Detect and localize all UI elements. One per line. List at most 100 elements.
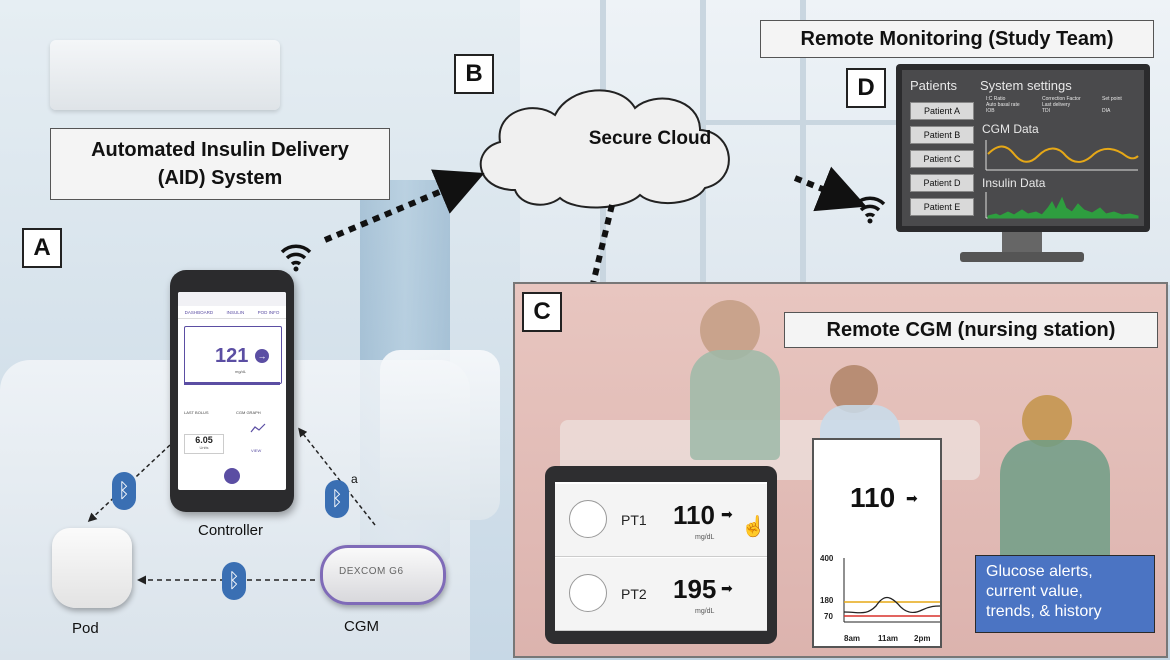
glucose-trend-line bbox=[843, 596, 941, 614]
cgm-data-chart bbox=[985, 140, 1139, 171]
patient-row[interactable]: PT1 110 ➡ mg/dL ☝ bbox=[555, 484, 767, 557]
insulin-data-chart bbox=[985, 192, 1139, 219]
panel-letter-b: B bbox=[454, 54, 494, 94]
phone-bolus-value: 6.05 bbox=[195, 435, 213, 445]
aid-system-title: Automated Insulin Delivery (AID) System bbox=[50, 128, 390, 200]
phone-glucose-value: 121 bbox=[215, 345, 249, 367]
detail-x-tick: 2pm bbox=[914, 634, 931, 643]
alerts-line: Glucose alerts, bbox=[986, 563, 1093, 580]
bolus-button-icon bbox=[224, 468, 240, 484]
arrow-right-icon: → bbox=[255, 349, 269, 363]
patient-e-button[interactable]: Patient E bbox=[910, 198, 974, 216]
window-frame bbox=[800, 0, 806, 285]
phone-last-bolus-label: LAST BOLUS bbox=[184, 410, 209, 415]
phone-view-link: VIEW bbox=[251, 448, 262, 453]
alerts-line: current value, bbox=[986, 583, 1083, 600]
arrow-cloud-to-monitor bbox=[793, 166, 867, 212]
detail-y-tick: 400 bbox=[820, 554, 834, 563]
arrow-right-icon: ➡ bbox=[906, 490, 918, 506]
arrow-controller-to-pod bbox=[87, 444, 171, 523]
wifi-icon bbox=[854, 196, 886, 224]
chart-line-icon bbox=[250, 423, 266, 433]
setting-item: Last delivery bbox=[1042, 102, 1071, 108]
panel-letter-c: C bbox=[522, 292, 562, 332]
patients-header: Patients bbox=[910, 78, 957, 93]
hand-pointer-icon: ☝ bbox=[741, 516, 766, 538]
controller-label: Controller bbox=[198, 522, 264, 539]
patient-glucose-unit: mg/dL bbox=[695, 608, 715, 615]
bluetooth-footnote-marker: a bbox=[351, 472, 358, 486]
patient-a-button[interactable]: Patient A bbox=[910, 102, 974, 120]
aid-title-line-1: Automated Insulin Delivery bbox=[91, 139, 349, 161]
insulin-data-header: Insulin Data bbox=[982, 176, 1046, 190]
cgm-label: CGM bbox=[344, 618, 379, 635]
glucose-alerts-callout: Glucose alerts, current value, trends, &… bbox=[975, 555, 1155, 633]
patient-id: PT1 bbox=[621, 512, 647, 528]
panel-letter-a: A bbox=[22, 228, 62, 268]
phone-screen: DASHBOARD INSULIN POD INFO 121 → mg/dL L… bbox=[178, 292, 286, 490]
system-settings-header: System settings bbox=[980, 78, 1072, 93]
tablet-screen: PT1 110 ➡ mg/dL ☝ PT2 195 ➡ mg/dL bbox=[555, 482, 767, 631]
insulin-trace bbox=[987, 196, 1139, 219]
patient-glucose-value: 110 bbox=[673, 500, 715, 530]
remote-cgm-title: Remote CGM (nursing station) bbox=[784, 312, 1158, 348]
setting-item: Correction Factor bbox=[1042, 96, 1081, 102]
setting-item: TDI bbox=[1042, 108, 1051, 114]
phone-tab-dashboard: DASHBOARD bbox=[184, 309, 214, 315]
phone-status-bar bbox=[178, 292, 286, 306]
setting-item: Auto basal rate bbox=[986, 102, 1020, 108]
arrow-right-icon: ➡ bbox=[721, 580, 733, 596]
avatar-icon bbox=[569, 500, 607, 538]
patient-row[interactable]: PT2 195 ➡ mg/dL bbox=[555, 558, 767, 631]
detail-x-tick: 8am bbox=[844, 634, 861, 643]
patient-glucose-value: 195 bbox=[673, 574, 717, 604]
patient-b-button[interactable]: Patient B bbox=[910, 126, 974, 144]
monitor-screen: Patients System settings I:C Ratio Corre… bbox=[902, 70, 1144, 226]
phone-tab-insulin: INSULIN bbox=[226, 309, 245, 315]
nurse-figure-body bbox=[690, 350, 780, 460]
setting-item: I:C Ratio bbox=[986, 96, 1006, 102]
cgm-brand-text: DEXCOM G6 bbox=[339, 566, 404, 577]
window-frame bbox=[520, 120, 900, 125]
pod-label: Pod bbox=[72, 620, 99, 637]
phone-glucose-unit: mg/dL bbox=[235, 369, 247, 374]
arrow-right-icon: ➡ bbox=[721, 506, 733, 522]
patient-id: PT2 bbox=[621, 586, 647, 602]
panel-letter-d: D bbox=[846, 68, 886, 108]
monitor-base bbox=[960, 252, 1084, 262]
phone-last-bolus: LAST BOLUS bbox=[184, 410, 228, 456]
bluetooth-icon: ᛒ bbox=[325, 480, 349, 518]
cloud-label: Secure Cloud bbox=[588, 128, 712, 149]
phone-tab-pod-info: POD INFO bbox=[257, 309, 280, 315]
monitor-stand bbox=[1002, 232, 1042, 254]
bluetooth-icon: ᛒ bbox=[222, 562, 246, 600]
detail-y-tick: 180 bbox=[820, 596, 834, 605]
detail-y-tick: 70 bbox=[824, 612, 833, 621]
detail-x-tick: 11am bbox=[878, 634, 899, 643]
cloud-shape bbox=[479, 89, 730, 209]
bed-rail-illustration bbox=[380, 350, 500, 520]
phone-cgm-graph-label: CGM GRAPH bbox=[236, 410, 261, 415]
cgm-sensor-illustration: DEXCOM G6 bbox=[320, 545, 446, 605]
phone-bolus-unit: Units bbox=[199, 445, 209, 450]
phone-cgm-graph: CGM GRAPH VIEW bbox=[236, 410, 280, 456]
cgm-trace bbox=[987, 145, 1139, 163]
cgm-data-header: CGM Data bbox=[982, 122, 1039, 136]
patient-c-button[interactable]: Patient C bbox=[910, 150, 974, 168]
air-conditioner-illustration bbox=[50, 40, 280, 110]
insulin-pod-illustration bbox=[52, 528, 132, 608]
phone-glucose-card: 121 → mg/dL bbox=[184, 326, 282, 384]
controller-phone: DASHBOARD INSULIN POD INFO 121 → mg/dL L… bbox=[170, 270, 294, 512]
aid-title-line-2: (AID) System bbox=[157, 167, 283, 189]
glucose-detail-card: 110 ➡ 400 180 70 8am 11am 2pm bbox=[812, 438, 942, 648]
wifi-icon bbox=[280, 244, 312, 272]
arrow-cgm-to-controller bbox=[298, 427, 376, 526]
detail-glucose-value: 110 bbox=[850, 482, 896, 513]
bluetooth-icon: ᛒ bbox=[112, 472, 136, 510]
detail-trend-chart bbox=[843, 558, 941, 623]
nurse-figure bbox=[1022, 395, 1072, 447]
patient-d-button[interactable]: Patient D bbox=[910, 174, 974, 192]
study-team-monitor: Patients System settings I:C Ratio Corre… bbox=[896, 64, 1150, 232]
phone-divider bbox=[184, 382, 280, 385]
